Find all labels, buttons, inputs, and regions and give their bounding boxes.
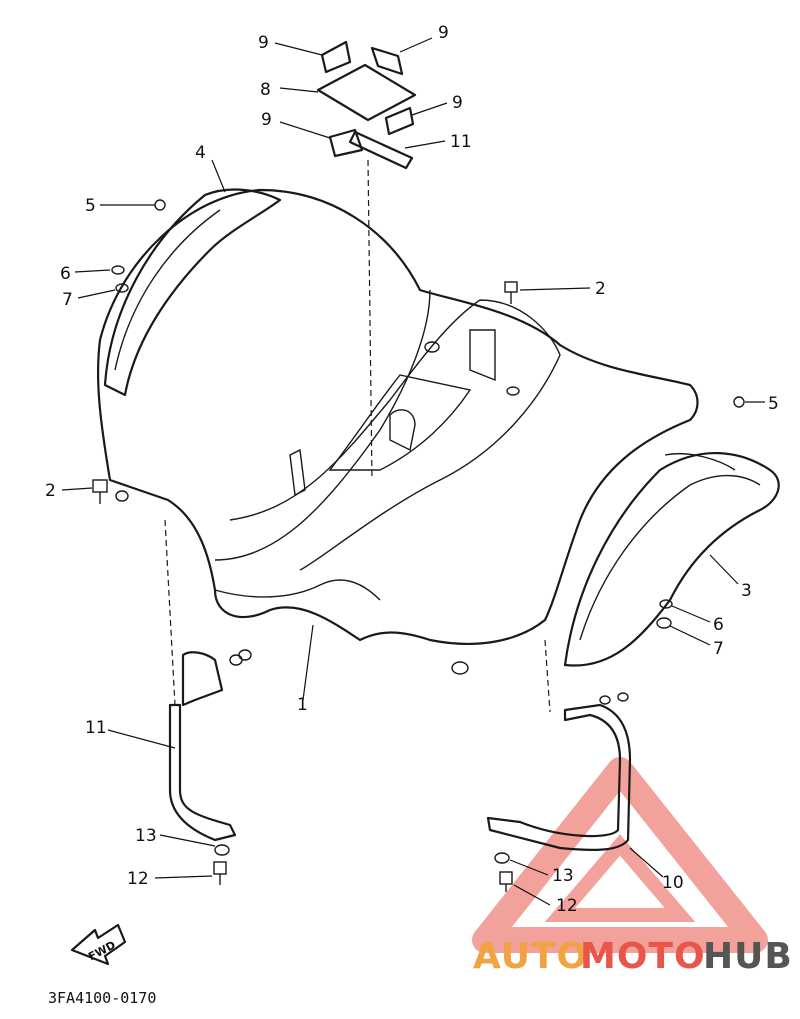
callout-labels: 9 9 8 9 9 11 4 5 6 7 2 2 5 3 6 7 1 11 13… [45, 23, 779, 916]
bolt-icon [499, 871, 513, 892]
watermark-hub: HUB [703, 936, 793, 977]
callout-11: 11 [85, 718, 107, 738]
callout-5: 5 [85, 196, 96, 216]
rear-fender-body [96, 188, 699, 646]
clip-icon [229, 654, 243, 666]
callout-12: 12 [127, 869, 149, 889]
trim-strip [348, 130, 414, 170]
callout-9: 9 [438, 23, 449, 43]
forward-arrow-icon: FWD [70, 923, 127, 966]
callout-13: 13 [552, 866, 574, 886]
watermark-text: AUTO MOTO HUB [473, 936, 793, 977]
diagram-code: 3FA4100-0170 [48, 989, 156, 1007]
callout-3: 3 [741, 581, 752, 601]
callout-8: 8 [260, 80, 271, 100]
left-bracket [168, 651, 237, 842]
left-mudguard-flap [103, 188, 282, 397]
nut-icon [115, 283, 129, 293]
watermark-auto: AUTO [473, 936, 588, 977]
bolt-icon [504, 281, 518, 304]
clip-icon [238, 649, 252, 661]
screw-icon [733, 396, 745, 408]
callout-6: 6 [60, 264, 71, 284]
screw-icon [154, 199, 166, 211]
fasteners [92, 199, 745, 892]
callout-9: 9 [261, 110, 272, 130]
callout-11: 11 [450, 132, 472, 152]
washer-icon [214, 844, 230, 856]
washer-icon [494, 852, 510, 864]
callout-5: 5 [768, 394, 779, 414]
callout-4: 4 [195, 143, 206, 163]
leader-lines [61, 37, 765, 906]
callout-13: 13 [135, 826, 157, 846]
seat-pad-assembly [316, 40, 417, 481]
screw-icon [451, 661, 469, 675]
fwd-label: FWD [86, 938, 118, 963]
screw-icon [115, 490, 129, 502]
watermark-logo [472, 757, 768, 953]
seat-pad [316, 63, 417, 122]
rubber-pad-d [328, 128, 364, 158]
nut-icon [656, 617, 672, 629]
callout-1: 1 [297, 695, 308, 715]
callout-9: 9 [258, 33, 269, 53]
washer-icon [111, 265, 125, 275]
rubber-pad-c [384, 106, 415, 136]
callout-2: 2 [595, 279, 606, 299]
right-bracket [486, 703, 632, 852]
rubber-pad-b [370, 46, 404, 76]
bolt-icon [213, 861, 227, 885]
callout-10: 10 [662, 873, 684, 893]
callout-6: 6 [713, 615, 724, 635]
clip-icon [599, 695, 611, 705]
washer-icon [659, 599, 673, 609]
callout-7: 7 [713, 639, 724, 659]
callout-9: 9 [452, 93, 463, 113]
right-mudguard-flap [563, 452, 780, 667]
watermark-moto: MOTO [580, 936, 706, 977]
rubber-pad-a [320, 40, 352, 74]
clip-icon [617, 692, 629, 702]
callout-12: 12 [556, 896, 578, 916]
callout-7: 7 [62, 290, 73, 310]
brackets [164, 519, 632, 852]
bolt-icon [92, 479, 108, 504]
callout-2: 2 [45, 481, 56, 501]
